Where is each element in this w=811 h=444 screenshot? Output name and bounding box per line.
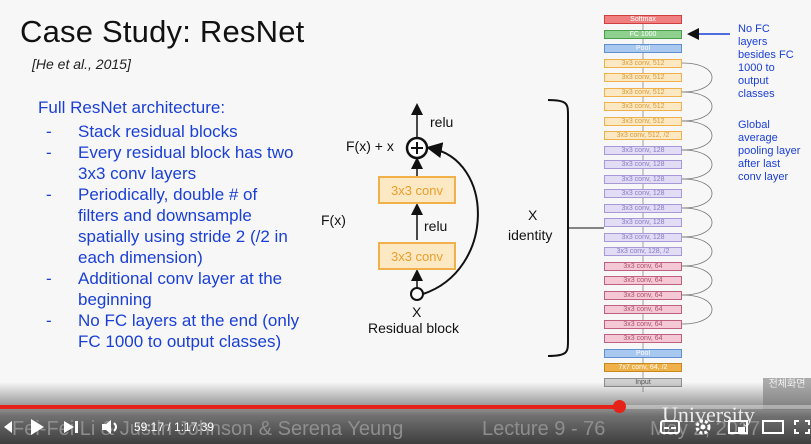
network-layer: Pool — [604, 349, 682, 358]
slide-title: Case Study: ResNet — [20, 14, 305, 49]
network-layer: 3x3 conv, 128 — [604, 218, 682, 227]
progress-scrubber-handle[interactable] — [612, 400, 626, 413]
skip-connection-arc — [681, 294, 713, 325]
conv-top-box: 3x3 conv — [378, 176, 456, 204]
fullscreen-icon[interactable] — [794, 420, 810, 434]
identity-arc — [422, 142, 479, 295]
fx-label: F(x) — [321, 212, 346, 228]
bullet-item: -Periodically, double # of filters and d… — [46, 185, 288, 267]
fx-plus-x-label: F(x) + x — [346, 138, 394, 154]
conv-bottom-box: 3x3 conv — [378, 242, 456, 270]
network-layer: 3x3 conv, 128 — [604, 204, 682, 213]
bullet-list: -Stack residual blocks -Every residual b… — [38, 121, 300, 352]
network-layer: Pool — [604, 44, 682, 53]
input-node-icon — [410, 287, 424, 301]
network-layer: 3x3 conv, 512 — [604, 73, 682, 82]
citation: [He et al., 2015] — [32, 56, 131, 72]
network-layer: 3x3 conv, 64 — [604, 291, 682, 300]
settings-icon[interactable] — [694, 418, 712, 436]
network-layer: 3x3 conv, 64 — [604, 320, 682, 329]
residual-block-caption: Residual block — [368, 320, 460, 336]
skip-connection-arc — [681, 236, 713, 267]
bullet-item: -No FC layers at the end (only FC 1000 t… — [46, 311, 300, 351]
volume-icon[interactable] — [100, 418, 122, 436]
network-layer: FC 1000 — [604, 30, 682, 39]
x-input-label: X — [412, 304, 422, 320]
network-layer: 3x3 conv, 512 — [604, 59, 682, 68]
network-layer: 3x3 conv, 64 — [604, 262, 682, 271]
network-layer: 3x3 conv, 512 — [604, 102, 682, 111]
bullet-item: -Stack residual blocks — [46, 122, 238, 141]
network-layer: Softmax — [604, 15, 682, 24]
global-pool-note: Global average pooling layer after last … — [738, 119, 801, 183]
relu-top-label: relu — [430, 114, 454, 130]
network-layer: 3x3 conv, 128 — [604, 146, 682, 155]
skip-connection-arc — [681, 149, 713, 180]
network-layer: 3x3 conv, 64 — [604, 334, 682, 343]
network-layer: 3x3 conv, 128 — [604, 189, 682, 198]
skip-connections — [681, 62, 713, 325]
bullet-item: -Additional conv layer at the beginning — [46, 269, 283, 309]
skip-connection-arc — [681, 265, 713, 296]
footer-lecture: Lecture 9 - 76 — [482, 418, 606, 440]
subtitles-icon[interactable] — [660, 420, 680, 434]
skip-connection-arc — [681, 91, 713, 122]
no-fc-note: No FC layers besides FC 1000 to output c… — [738, 23, 794, 100]
network-layer: 3x3 conv, 128 — [604, 175, 682, 184]
bullet-item: -Every residual block has two 3x3 conv l… — [46, 143, 294, 183]
identity-label: identity — [508, 227, 553, 243]
network-layer: 7x7 conv, 64, /2 — [604, 363, 682, 372]
next-icon[interactable] — [62, 419, 80, 435]
network-layer: 3x3 conv, 128 — [604, 160, 682, 169]
network-layer: 3x3 conv, 512 — [604, 117, 682, 126]
x-identity-label: X — [528, 207, 538, 223]
network-layer: 3x3 conv, 512, /2 — [604, 131, 682, 140]
skip-connection-arc — [681, 178, 713, 209]
network-layer: 3x3 conv, 512 — [604, 88, 682, 97]
network-layer: 3x3 conv, 128, /2 — [604, 247, 682, 256]
architecture-heading: Full ResNet architecture: — [38, 98, 226, 117]
skip-connection-arc — [681, 207, 713, 238]
relu-mid-label: relu — [424, 218, 448, 234]
skip-connection-arc — [681, 120, 713, 151]
skip-connection-arc — [681, 62, 713, 93]
network-layer: 3x3 conv, 64 — [604, 276, 682, 285]
previous-icon[interactable] — [0, 419, 14, 435]
play-icon[interactable] — [28, 417, 46, 437]
fullscreen-hint-badge: 전체화면 — [763, 378, 811, 410]
network-layer: 3x3 conv, 64 — [604, 305, 682, 314]
theater-mode-icon[interactable] — [762, 420, 784, 434]
footer-date: May 2, 2017 — [650, 418, 761, 440]
miniplayer-icon[interactable] — [728, 420, 748, 434]
network-layer: 3x3 conv, 128 — [604, 233, 682, 242]
time-display: 59:17 / 1:17:39 — [134, 420, 215, 434]
progress-bar-played[interactable] — [0, 405, 619, 409]
